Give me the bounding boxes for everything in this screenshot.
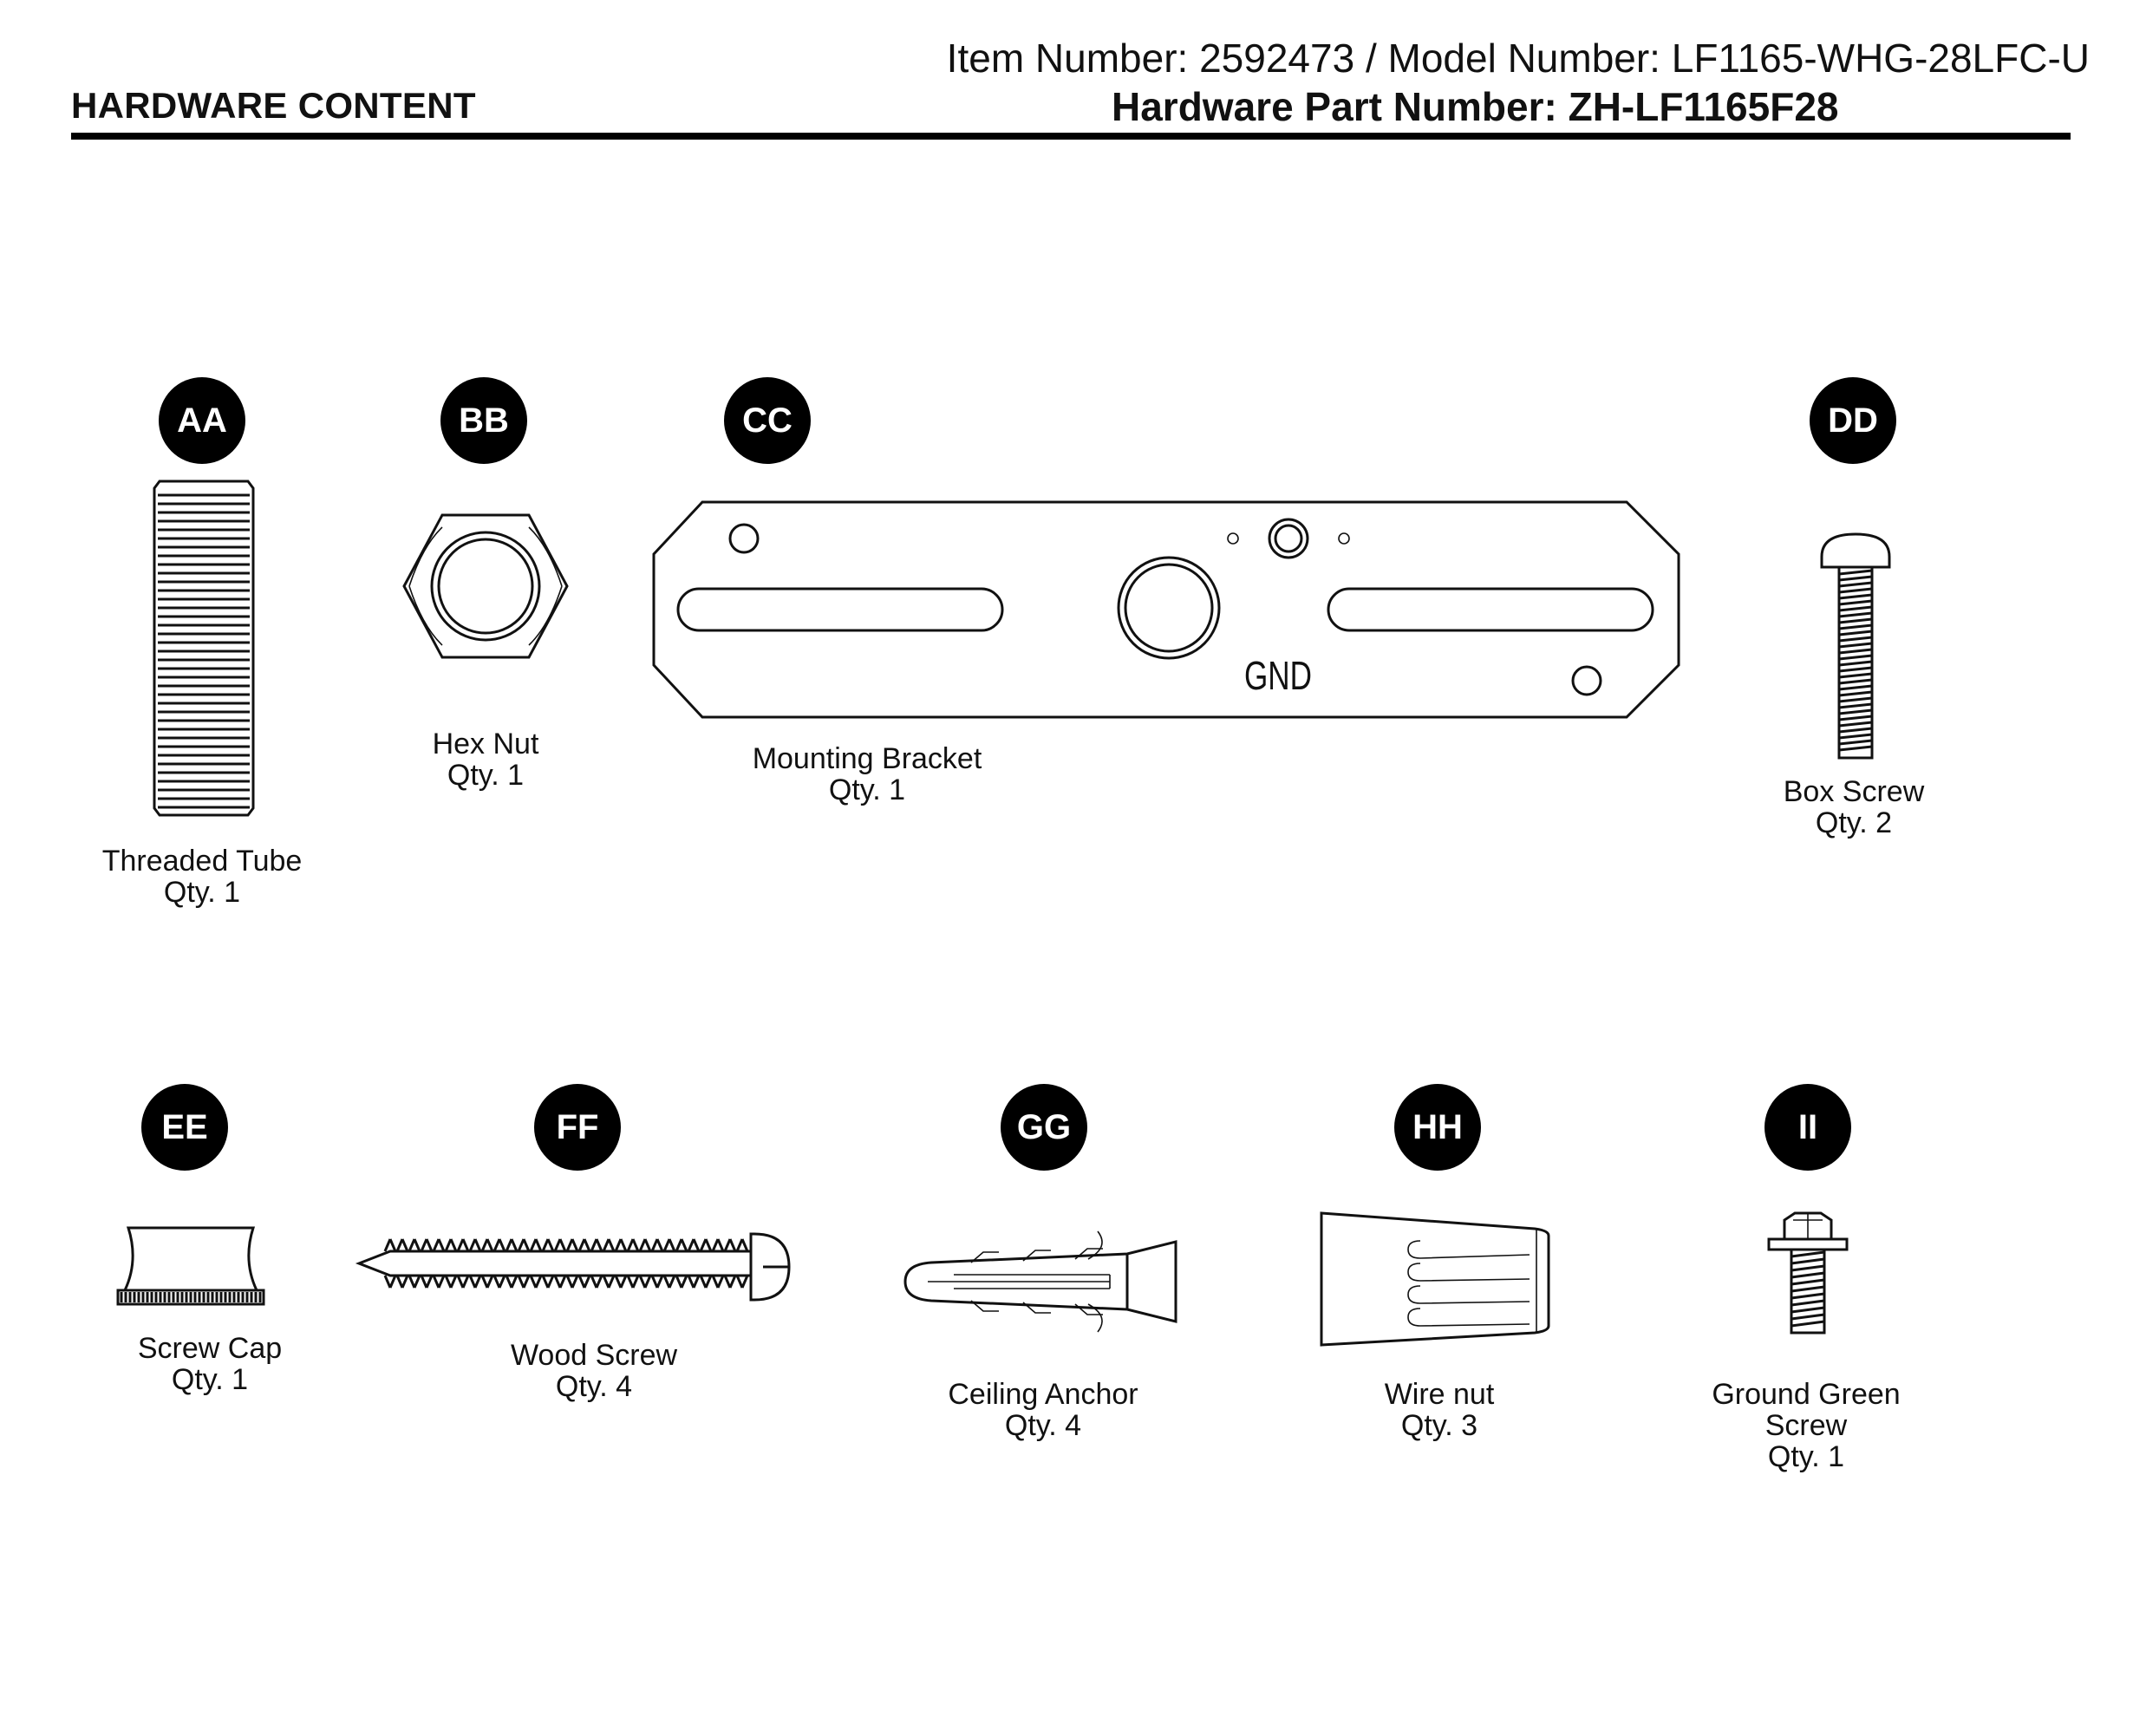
part-label-cc: Mounting Bracket Qty. 1: [753, 743, 982, 806]
part-qty: Qty. 4: [555, 1370, 633, 1403]
part-label-ii: Ground Green Screw Qty. 1: [1712, 1379, 1900, 1472]
gnd-marking: GND: [1244, 653, 1312, 698]
part-badge-ff: FF: [534, 1084, 621, 1171]
mounting-bracket-icon: GND: [652, 500, 1680, 719]
hardware-part-number: Hardware Part Number: ZH-LF1165F28: [1112, 84, 1839, 129]
ceiling-anchor-icon: [903, 1230, 1177, 1333]
part-badge-gg: GG: [1001, 1084, 1087, 1171]
part-label-aa: Threaded Tube Qty. 1: [102, 845, 303, 908]
part-name: Threaded Tube: [101, 845, 303, 878]
part-qty: Qty. 1: [163, 876, 241, 909]
part-label-ee: Screw Cap Qty. 1: [138, 1333, 282, 1395]
wood-screw-icon: [355, 1232, 791, 1302]
part-name-line2: Screw: [1764, 1409, 1848, 1442]
part-name: Screw Cap: [137, 1332, 283, 1365]
part-qty: Qty. 1: [1767, 1440, 1845, 1473]
part-qty: Qty. 1: [171, 1363, 249, 1396]
part-label-dd: Box Screw Qty. 2: [1784, 776, 1925, 839]
part-badge-hh: HH: [1394, 1084, 1481, 1171]
hex-nut-icon: [402, 513, 569, 659]
threaded-tube-icon: [153, 480, 255, 817]
part-qty: Qty. 1: [447, 759, 525, 792]
part-qty: Qty. 2: [1815, 806, 1893, 839]
wire-nut-icon: [1320, 1211, 1550, 1347]
part-badge-ee: EE: [141, 1084, 228, 1171]
part-qty: Qty. 3: [1400, 1409, 1478, 1442]
part-name: Box Screw: [1783, 775, 1925, 808]
item-model-number: Item Number: 2592473 / Model Number: LF1…: [946, 36, 2090, 81]
page-title: HARDWARE CONTENT: [71, 85, 476, 126]
part-badge-ii: II: [1764, 1084, 1851, 1171]
part-badge-dd: DD: [1810, 377, 1896, 464]
part-badge-cc: CC: [724, 377, 811, 464]
screw-cap-icon: [116, 1226, 265, 1306]
header-divider: [71, 133, 2071, 140]
part-name: Ceiling Anchor: [948, 1378, 1138, 1411]
box-screw-icon: [1820, 532, 1891, 760]
part-badge-aa: AA: [159, 377, 245, 464]
part-qty: Qty. 4: [1004, 1409, 1082, 1442]
part-name: Ground Green: [1712, 1378, 1901, 1411]
part-name: Hex Nut: [432, 728, 539, 760]
part-qty: Qty. 1: [828, 773, 906, 806]
part-name: Wood Screw: [510, 1339, 678, 1372]
ground-screw-icon: [1767, 1211, 1849, 1335]
part-label-gg: Ceiling Anchor Qty. 4: [948, 1379, 1138, 1441]
part-name: Wire nut: [1384, 1378, 1495, 1411]
part-label-bb: Hex Nut Qty. 1: [433, 728, 539, 791]
part-badge-bb: BB: [440, 377, 527, 464]
part-label-hh: Wire nut Qty. 3: [1385, 1379, 1495, 1441]
part-label-ff: Wood Screw Qty. 4: [511, 1340, 677, 1402]
part-name: Mounting Bracket: [752, 742, 982, 775]
